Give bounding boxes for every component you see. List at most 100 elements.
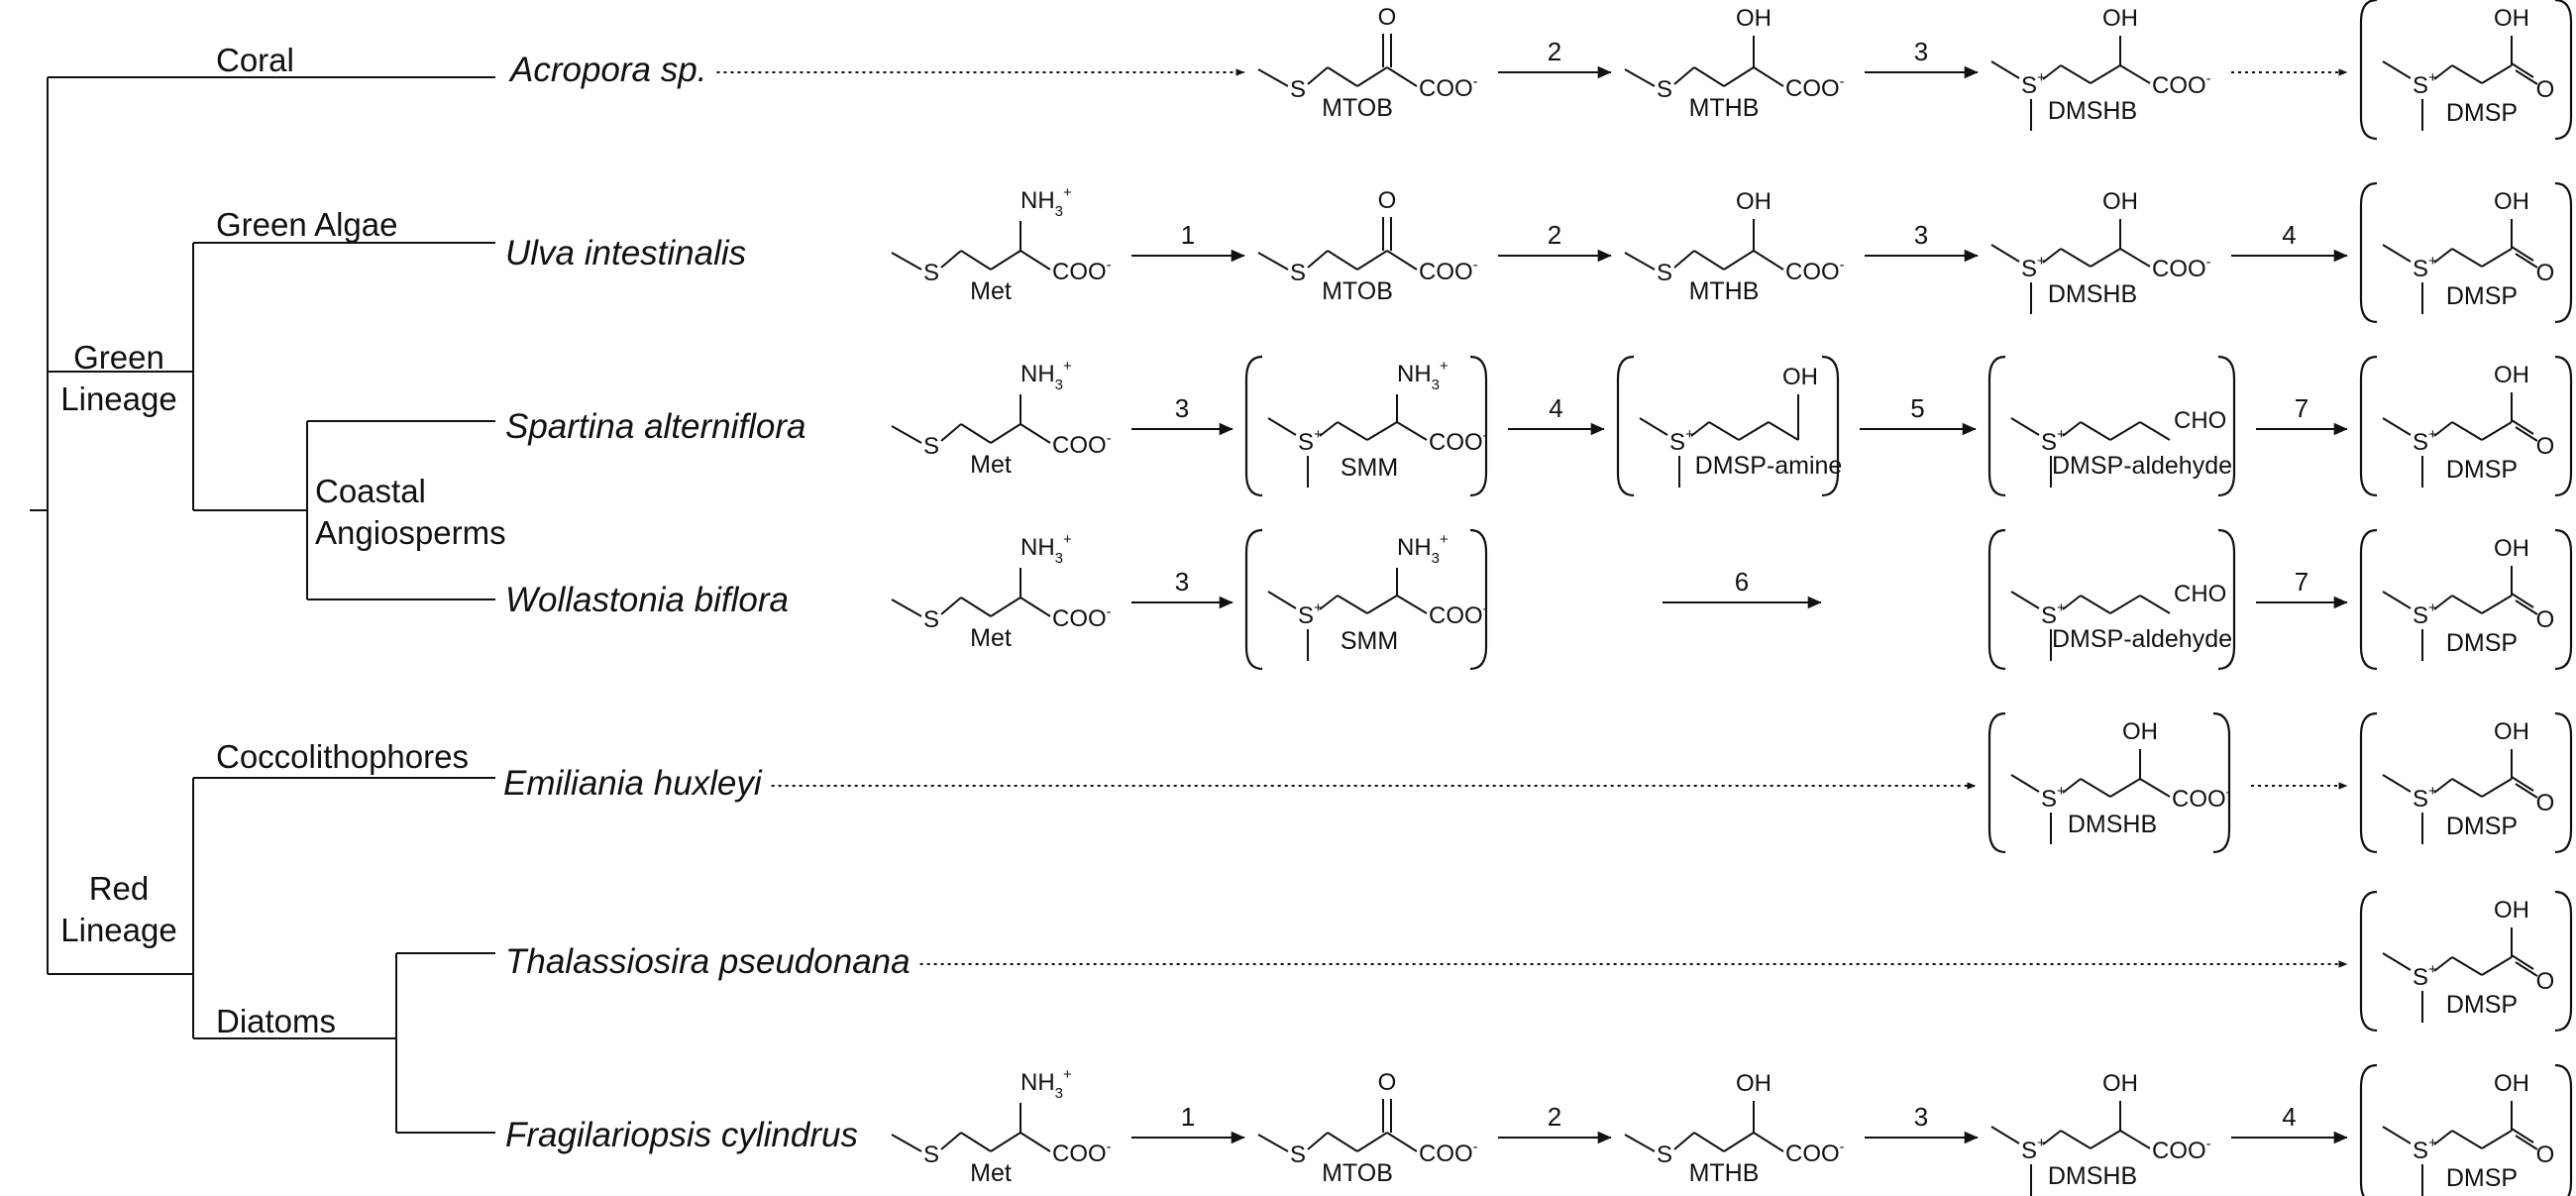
compound-name-mtob: MTOB	[1322, 1159, 1393, 1187]
hydroxyl-label: OH	[2494, 535, 2529, 562]
ammonium-label: NH3+	[1020, 184, 1072, 220]
bond	[2382, 417, 2412, 436]
double-bond	[2511, 246, 2534, 262]
bracket-right	[1469, 528, 1488, 671]
bond	[1327, 1132, 1358, 1152]
bond	[2481, 1130, 2513, 1149]
sulfonium-label: S+	[2413, 69, 2437, 99]
species-name-emiliania-huxleyi: Emiliania huxleyi	[503, 764, 763, 803]
bond	[2042, 1130, 2062, 1145]
sulfur-label: S	[923, 260, 939, 286]
enzyme-step-label: 3	[1914, 1102, 1928, 1132]
carboxylate-label: COO-	[1052, 430, 1112, 459]
double-bond	[2515, 426, 2538, 442]
hydroxyl-label: OH	[1736, 1070, 1771, 1097]
bracket-left	[1244, 355, 1263, 497]
charge-superscript: +	[2428, 599, 2437, 616]
bond	[2451, 956, 2483, 976]
bracket-right	[2217, 528, 2236, 671]
bond	[891, 252, 922, 271]
pathway-row-1: SNH3+COO-MetSOCOO-MTOB1SOHCOO-MTHB2S+OHC…	[891, 181, 2573, 324]
bond	[2010, 774, 2040, 793]
double-bond	[2515, 69, 2538, 85]
compound-smm: S+NH3+COO-SMM	[1244, 528, 1488, 671]
oxygen-label: O	[1378, 1069, 1397, 1096]
species-name-acropora-sp: Acropora sp.	[508, 51, 706, 89]
compound-name-mthb: MTHB	[1689, 277, 1760, 305]
sulfur-label: S	[1290, 76, 1306, 103]
compound-name-met: Met	[970, 277, 1012, 305]
oxygen-label: O	[2536, 606, 2555, 633]
bond	[2382, 591, 2412, 609]
enzyme-step-label: 2	[1548, 220, 1561, 250]
sulfur-label: S	[1290, 1142, 1306, 1168]
charge-superscript: -	[2206, 70, 2211, 87]
bond	[891, 598, 922, 617]
bond	[1386, 66, 1418, 87]
compound-name-dmsp-aldehyde: DMSP-aldehyde	[2052, 625, 2232, 653]
bond	[1257, 1134, 1289, 1152]
compound-name-mtob: MTOB	[1322, 94, 1393, 122]
enzyme-step-label: 1	[1181, 1102, 1195, 1132]
charge-superscript: +	[2428, 783, 2437, 800]
bond	[1624, 68, 1656, 87]
sulfur-label: S	[923, 606, 939, 633]
oxygen-label: O	[2536, 1142, 2555, 1168]
bond	[940, 250, 962, 269]
bond	[1673, 250, 1695, 269]
bond	[940, 1132, 962, 1150]
hydroxyl-label: OH	[2494, 718, 2529, 745]
group-label-diatoms: Diatoms	[216, 1003, 336, 1039]
bond	[1307, 1132, 1329, 1150]
bond	[2080, 421, 2111, 441]
bond	[1693, 250, 1725, 271]
carboxylate-label: COO-	[1419, 73, 1478, 102]
charge-superscript: +	[2428, 426, 2437, 443]
bond	[1753, 250, 1784, 271]
charge-superscript: +	[2428, 253, 2437, 270]
bond	[1356, 1132, 1388, 1152]
charge-superscript: +	[2037, 1135, 2046, 1151]
bracket-left	[1987, 355, 2006, 497]
group-label-green-lineage: Green	[73, 339, 164, 376]
bond	[1319, 595, 1339, 610]
subscript-3: 3	[1055, 1085, 1063, 1102]
enzyme-step-label: 4	[2282, 220, 2296, 250]
bond	[1990, 244, 2020, 263]
bracket-left	[2359, 355, 2378, 497]
bond	[1267, 417, 1297, 436]
double-bond	[2515, 961, 2538, 977]
bond	[2060, 1130, 2092, 1149]
carboxylate-label: COO-	[1785, 1139, 1845, 1167]
double-bond	[2515, 1135, 2538, 1150]
charge-superscript: +	[1685, 426, 1694, 443]
enzyme-step-label: 2	[1548, 1102, 1561, 1132]
subscript-3: 3	[1055, 203, 1063, 220]
charge-superscript: -	[2206, 254, 2211, 271]
bond	[2451, 64, 2483, 84]
bracket-right	[2554, 1063, 2573, 1196]
group-label-green-algae: Green Algae	[216, 206, 397, 243]
compound-smm: S+NH3+COO-SMM	[1244, 355, 1488, 497]
bond	[2062, 595, 2082, 610]
bond	[2042, 248, 2062, 264]
oxygen-label: O	[2536, 968, 2555, 995]
oxygen-label: O	[1378, 187, 1397, 214]
charge-superscript: +	[2057, 599, 2066, 616]
subscript-3: 3	[1055, 550, 1063, 567]
bond	[1723, 1132, 1755, 1152]
bond	[2139, 595, 2171, 614]
pathway-rows: SOCOO-MTOBSOHCOO-MTHB2S+OHCOO-DMSHB3S+OH…	[716, 0, 2573, 1196]
carboxylate-label: COO-	[1785, 257, 1845, 285]
bond	[2042, 64, 2062, 80]
charge-superscript: -	[1840, 257, 1845, 273]
bond	[960, 423, 992, 444]
bond	[2451, 1130, 2483, 1149]
bond	[891, 1134, 922, 1152]
sulfonium-label: S+	[2413, 783, 2437, 813]
